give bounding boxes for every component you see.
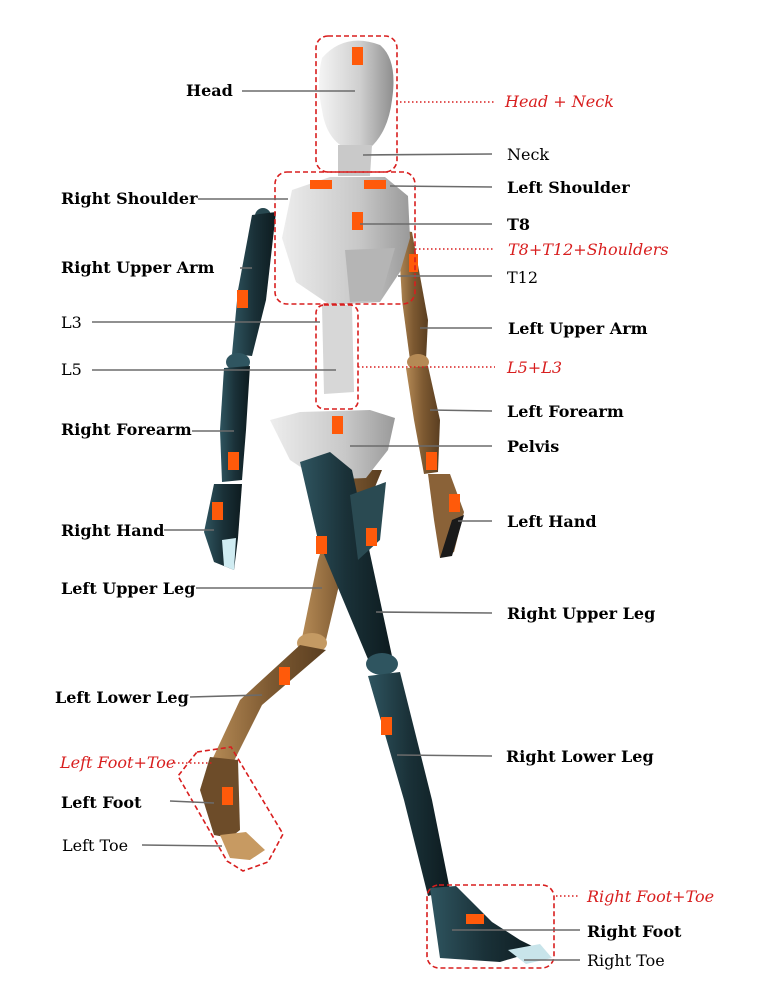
left-elbow-joint — [407, 354, 429, 370]
label-neck: Neck — [507, 145, 549, 164]
sensor-right-foot — [466, 914, 484, 924]
sensor-right-upper-leg — [316, 536, 327, 554]
torso-shade — [345, 248, 395, 302]
left-lower-leg-segment — [212, 645, 326, 765]
right-knee-joint — [366, 653, 398, 675]
leader-lines — [92, 90, 580, 961]
sensor-right-forearm — [228, 452, 239, 470]
group-label-head-neck: Head + Neck — [504, 92, 614, 111]
label-left-upper-arm: Left Upper Arm — [508, 319, 648, 338]
right-lower-leg-segment — [368, 672, 450, 896]
left-foot-toe-box — [177, 746, 284, 872]
segment-labels: Head Neck Right Shoulder Left Shoulder T… — [55, 81, 682, 970]
right-hand-segment — [204, 484, 242, 570]
sensor-t8 — [352, 212, 363, 230]
label-left-lower-leg: Left Lower Leg — [55, 688, 189, 707]
label-right-toe: Right Toe — [587, 951, 665, 970]
group-label-left-foot-toe: Left Foot+Toe — [59, 753, 175, 772]
group-label-lumbar: L5+L3 — [506, 358, 562, 377]
sensor-left-hand — [449, 494, 460, 512]
sensor-pelvis — [332, 416, 343, 434]
label-right-upper-arm: Right Upper Arm — [61, 258, 215, 277]
label-l3: L3 — [61, 313, 82, 332]
label-right-lower-leg: Right Lower Leg — [506, 747, 654, 766]
left-foot-segment — [200, 757, 240, 838]
sensor-right-hip — [366, 528, 377, 546]
head-neck-box — [315, 35, 398, 173]
label-left-toe: Left Toe — [62, 836, 128, 855]
label-left-hand: Left Hand — [507, 512, 597, 531]
right-upper-arm-segment — [232, 212, 276, 356]
sensor-left-forearm — [426, 452, 437, 470]
label-right-forearm: Right Forearm — [61, 420, 192, 439]
group-label-right-foot-toe: Right Foot+Toe — [586, 887, 714, 906]
sensor-right-upper-arm — [237, 290, 248, 308]
sensor-right-hand — [212, 502, 223, 520]
sensor-left-foot — [222, 787, 233, 805]
sensors — [212, 47, 484, 924]
sensor-head — [352, 47, 363, 65]
head-neck — [319, 40, 394, 176]
right-hand-highlight — [222, 538, 236, 570]
label-left-forearm: Left Forearm — [507, 402, 624, 421]
sensor-left-upper-arm — [409, 254, 418, 272]
label-head: Head — [186, 81, 233, 100]
torso — [270, 177, 410, 480]
head-segment — [319, 40, 394, 148]
label-right-upper-leg: Right Upper Leg — [507, 604, 655, 623]
neck-segment — [338, 145, 372, 176]
sensor-left-shoulder — [364, 180, 386, 189]
group-label-torso: T8+T12+Shoulders — [508, 240, 669, 259]
label-left-upper-leg: Left Upper Leg — [61, 579, 195, 598]
right-forearm-segment — [220, 366, 250, 482]
right-arm — [204, 208, 276, 570]
lumbar-segment — [322, 305, 354, 394]
left-arm — [398, 230, 464, 558]
group-connectors — [174, 101, 580, 897]
upper-torso-segment — [282, 177, 410, 305]
right-foot-segment — [430, 886, 540, 962]
label-right-foot: Right Foot — [587, 922, 682, 941]
right-upper-leg-segment — [300, 452, 392, 664]
label-right-shoulder: Right Shoulder — [61, 189, 198, 208]
label-left-foot: Left Foot — [61, 793, 142, 812]
label-t12: T12 — [507, 268, 538, 287]
sensor-left-lower-leg — [279, 667, 290, 685]
left-hand-shadow — [440, 515, 464, 558]
right-toe-segment — [508, 944, 552, 964]
label-right-hand: Right Hand — [61, 521, 164, 540]
left-toe-segment — [220, 832, 265, 860]
label-t8: T8 — [507, 215, 530, 234]
label-l5: L5 — [61, 360, 82, 379]
left-forearm-segment — [406, 366, 440, 474]
label-left-shoulder: Left Shoulder — [507, 178, 630, 197]
label-pelvis: Pelvis — [507, 437, 559, 456]
sensor-right-shoulder — [310, 180, 332, 189]
group-labels: Head + Neck T8+T12+Shoulders L5+L3 Left … — [59, 92, 714, 906]
group-boxes — [177, 35, 555, 969]
torso-box — [274, 171, 416, 305]
mannequin-figure — [200, 40, 552, 964]
right-foot-toe-box — [426, 884, 555, 969]
lumbar-box — [315, 304, 359, 410]
sensor-right-lower-leg — [381, 717, 392, 735]
